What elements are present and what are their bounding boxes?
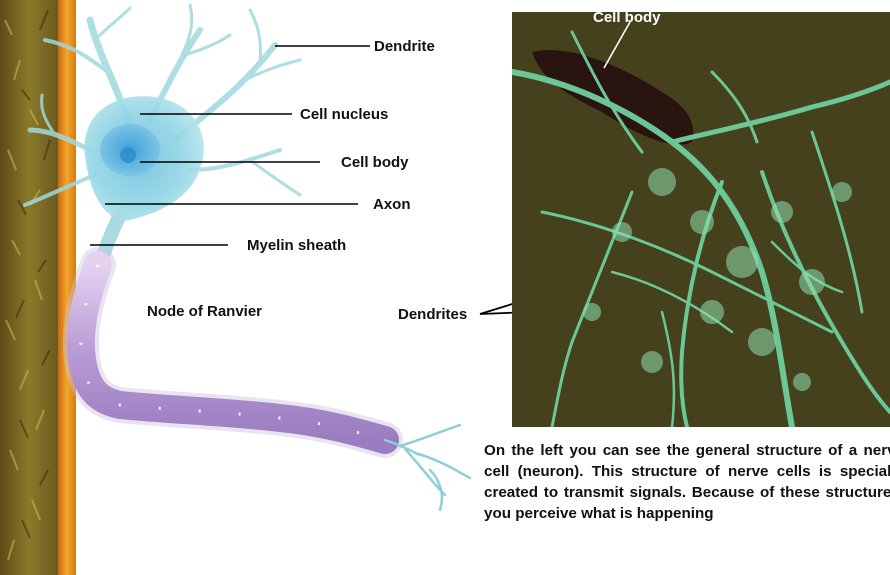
label-dendrites: Dendrites — [398, 307, 467, 322]
label-node-of-ranvier: Node of Ranvier — [147, 304, 262, 319]
label-cell-body: Cell body — [341, 155, 409, 170]
label-dendrite: Dendrite — [374, 39, 435, 54]
textured-border — [0, 0, 76, 575]
neuron-micrograph — [512, 12, 890, 427]
cell-body-shape — [85, 96, 204, 220]
description-text: On the left you can see the general stru… — [484, 440, 890, 524]
myelinated-axon — [81, 265, 385, 440]
label-axon: Axon — [373, 197, 411, 212]
label-micrograph-cell-body: Cell body — [593, 10, 661, 25]
label-cell-nucleus: Cell nucleus — [300, 107, 388, 122]
label-myelin-sheath: Myelin sheath — [247, 238, 346, 253]
